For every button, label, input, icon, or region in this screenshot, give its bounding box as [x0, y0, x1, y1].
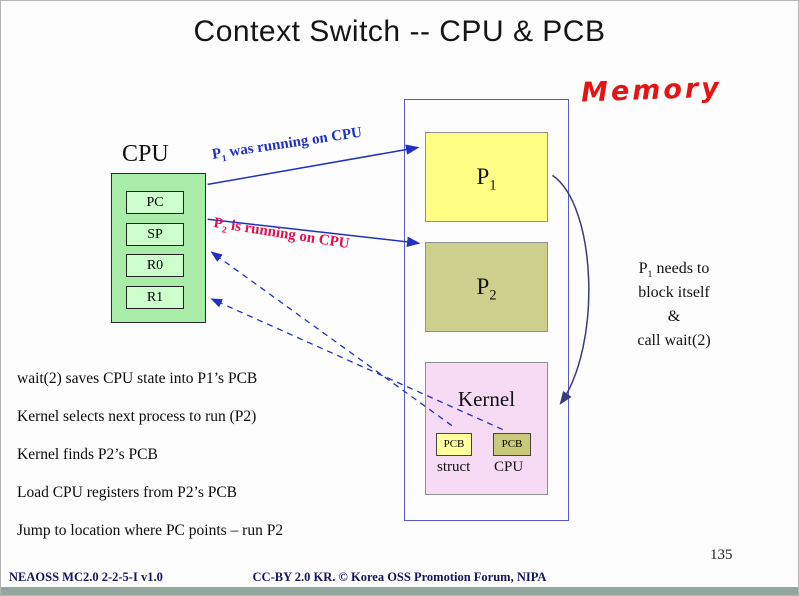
footer-course-id: NEAOSS MC2.0 2-2-5-I v1.0	[9, 570, 163, 584]
pcb-p2-box: PCB	[493, 433, 531, 456]
memory-region-box: P1 P2 Kernel PCB PCB struct CPU	[404, 99, 569, 521]
note-line-2: block itself	[638, 284, 710, 301]
p2-is-running-label: P2 is running on CPU	[212, 215, 351, 253]
step-1: wait(2) saves CPU state into P1’s PCB	[17, 370, 258, 387]
cpu-box: PC SP R0 R1	[111, 173, 206, 323]
steps-list: wait(2) saves CPU state into P1’s PCB Ke…	[17, 367, 283, 557]
slide-title: Context Switch -- CPU & PCB	[193, 15, 606, 48]
p2-label: P2	[476, 274, 497, 304]
register-sp: SP	[126, 223, 184, 246]
cpu-label: CPU	[122, 141, 169, 167]
register-r1: R1	[126, 286, 184, 309]
p1-was-running-label: P1 was running on CPU	[211, 124, 364, 165]
p1-label: P1	[476, 164, 497, 194]
struct-label: struct	[437, 459, 471, 475]
step-4: Load CPU registers from P2’s PCB	[17, 484, 238, 501]
process-p1-box: P1	[425, 132, 548, 222]
page-number: 135	[710, 547, 733, 563]
step-5: Jump to location where PC points – run P…	[17, 522, 284, 539]
kernel-box: Kernel PCB PCB struct CPU	[425, 362, 548, 495]
bottom-bar	[1, 587, 798, 595]
struct-cpu-label: CPU	[494, 459, 524, 475]
register-pc: PC	[126, 191, 184, 214]
memory-handwritten-label: Memory	[580, 72, 723, 109]
register-r0: R0	[126, 254, 184, 277]
p1-block-note: P1 needs to block itself & call wait(2)	[609, 257, 739, 353]
step-3: Kernel finds P2’s PCB	[17, 446, 158, 463]
step-2: Kernel selects next process to run (P2)	[17, 408, 257, 425]
process-p2-box: P2	[425, 242, 548, 332]
note-line-3: &	[667, 308, 681, 325]
note-line-1: P1 needs to	[638, 260, 710, 281]
pcb-p1-box: PCB	[436, 433, 472, 456]
kernel-label: Kernel	[457, 387, 516, 411]
footer-license: CC-BY 2.0 KR. © Korea OSS Promotion Foru…	[252, 570, 547, 584]
note-line-4: call wait(2)	[637, 332, 711, 349]
